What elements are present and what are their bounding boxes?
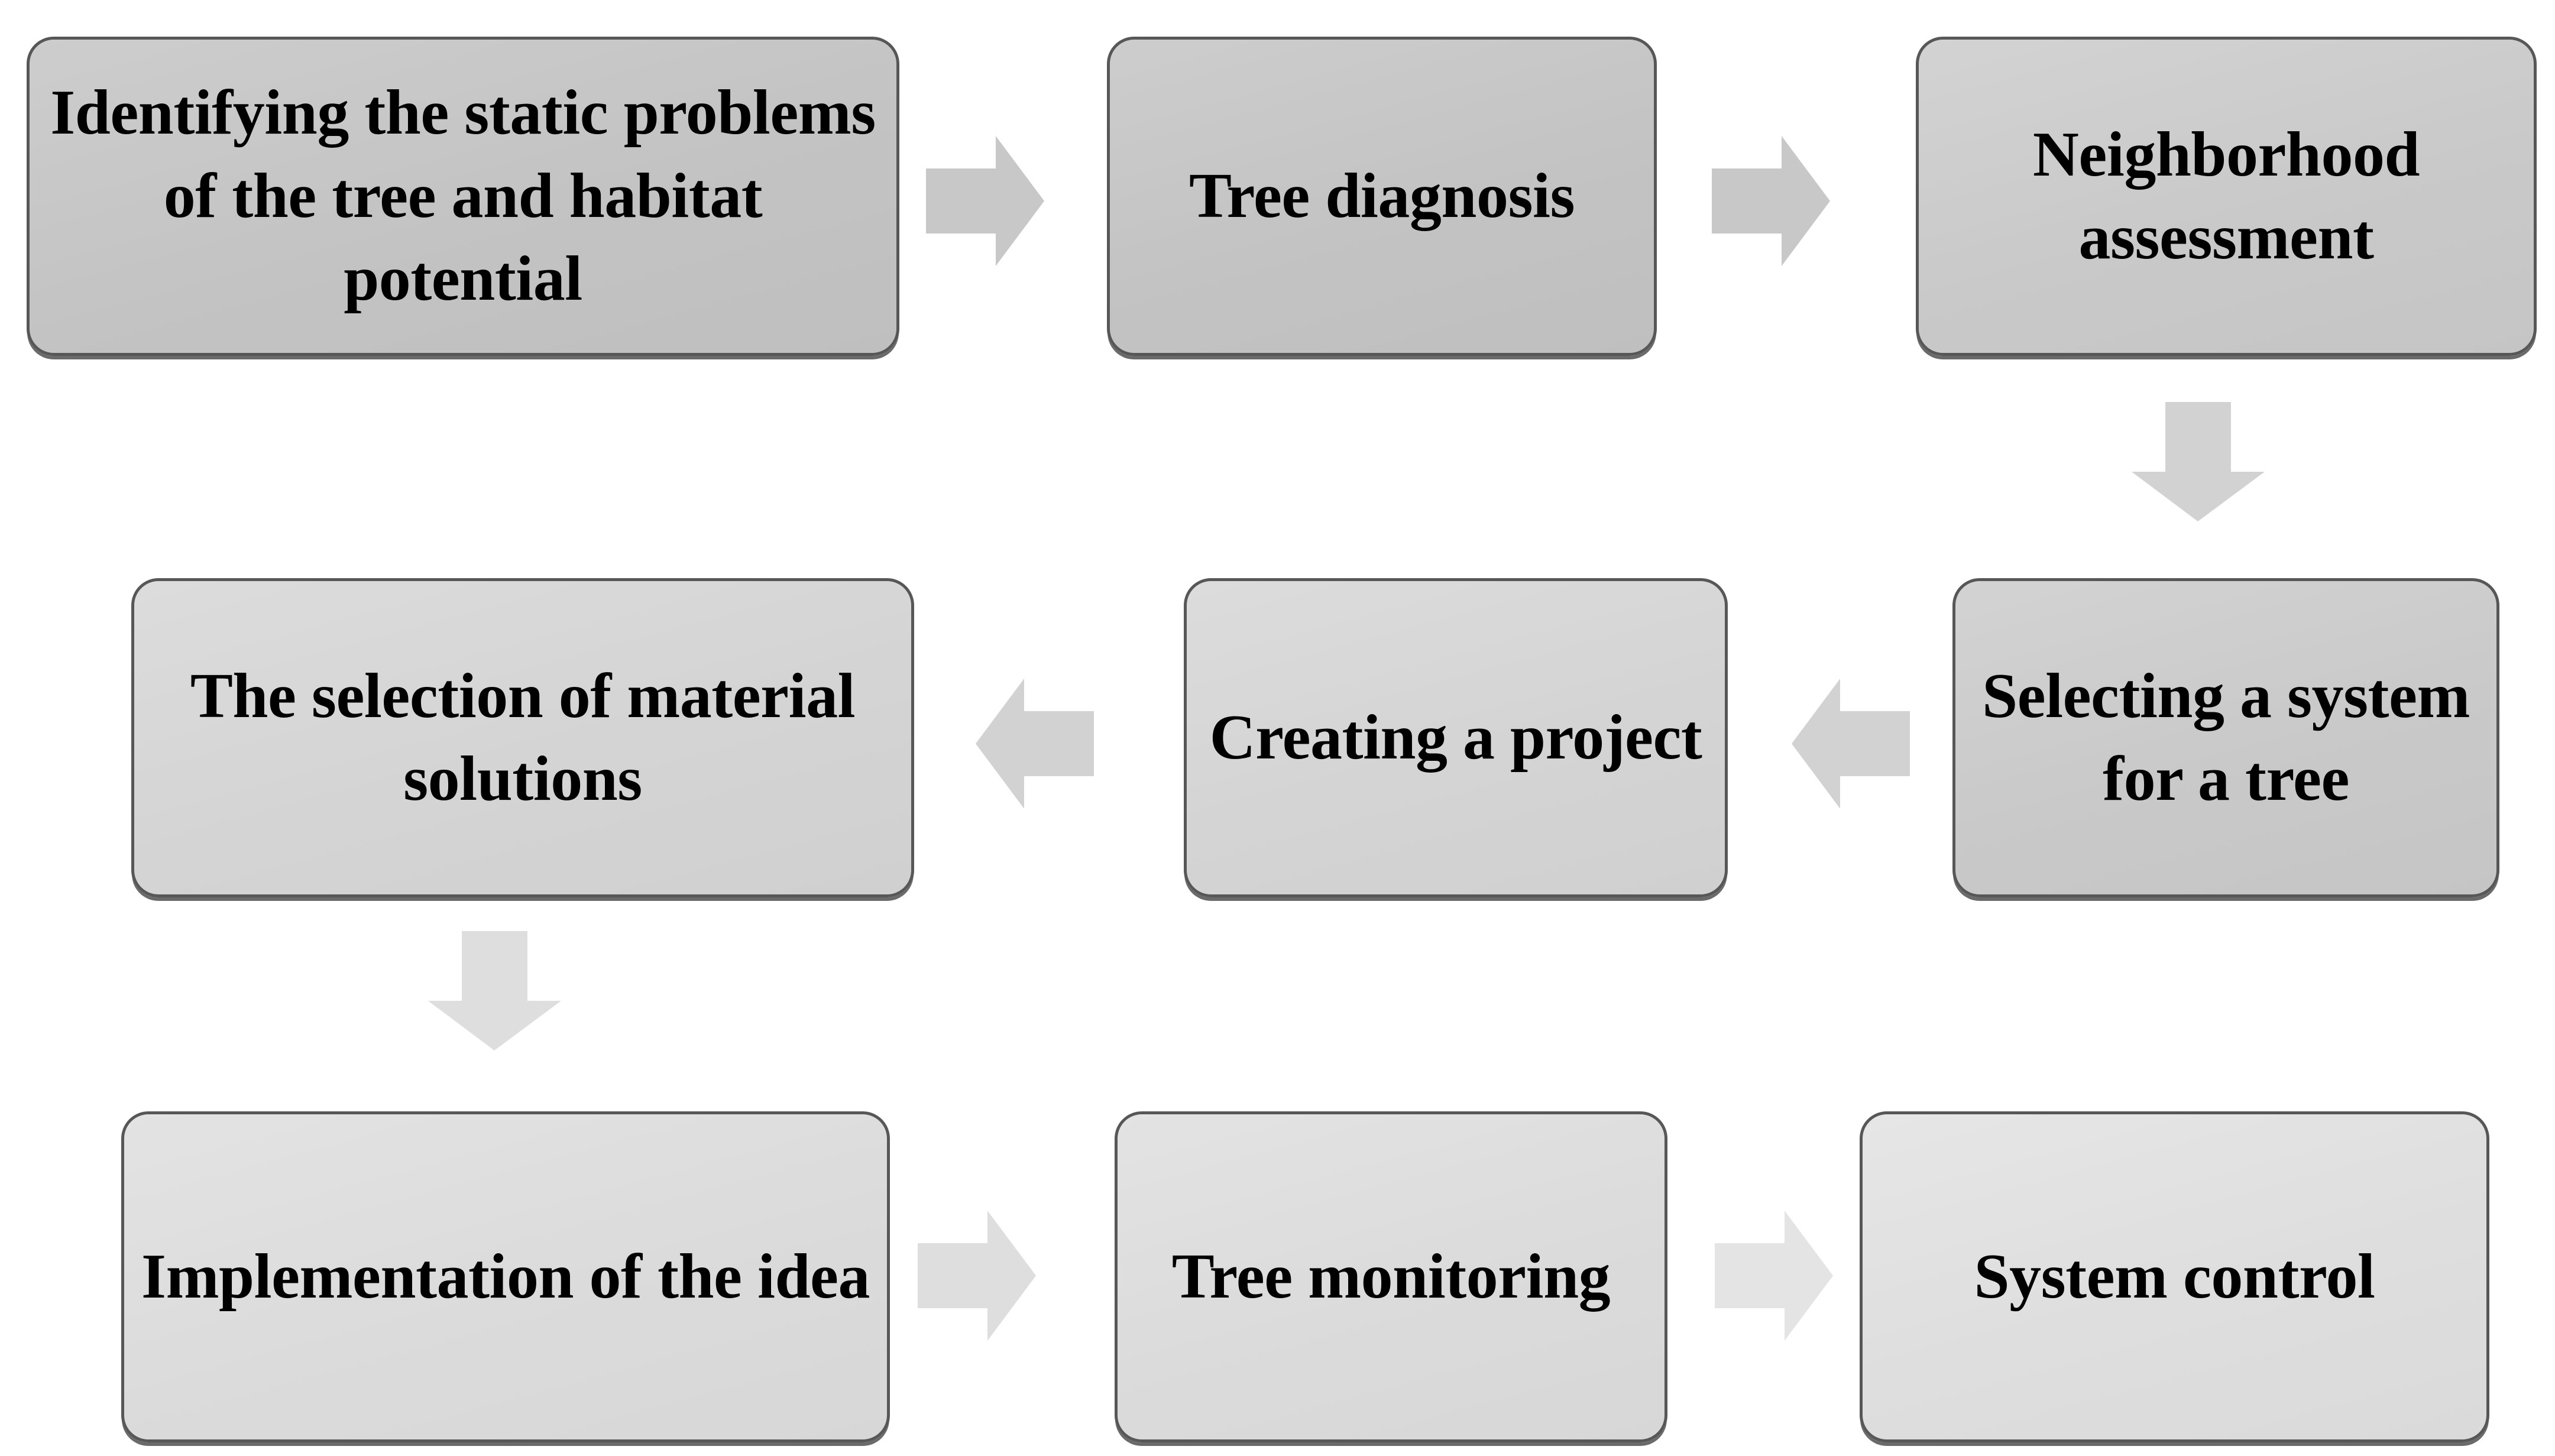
node-label: Identifying the static problems of the t… bbox=[50, 77, 876, 314]
node-label: Creating a project bbox=[1209, 702, 1702, 773]
connector-arrow-n6-n5 bbox=[1792, 679, 1910, 809]
arrow-right-icon bbox=[1712, 136, 1830, 266]
node-label: Neighborhood assessment bbox=[2032, 119, 2420, 273]
connector-arrow-n2-n3 bbox=[1712, 136, 1830, 266]
connector-arrow-n7-n8 bbox=[918, 1211, 1036, 1341]
arrow-left-icon bbox=[1792, 679, 1910, 809]
node-label: Selecting a system for a tree bbox=[1982, 660, 2470, 814]
node-label: Tree diagnosis bbox=[1189, 160, 1575, 231]
arrow-right-icon bbox=[926, 136, 1044, 266]
arrow-right-icon bbox=[918, 1211, 1036, 1341]
process-node-tree-monitoring[interactable]: Tree monitoring bbox=[1115, 1111, 1667, 1442]
connector-arrow-n4-n7 bbox=[428, 931, 561, 1050]
connector-arrow-n3-n6 bbox=[2132, 402, 2265, 521]
arrow-left-icon bbox=[976, 679, 1094, 809]
arrow-down-icon bbox=[2132, 402, 2265, 521]
process-node-implementation-of-the-idea[interactable]: Implementation of the idea bbox=[121, 1111, 890, 1442]
arrow-right-icon bbox=[1715, 1211, 1833, 1341]
node-label: Tree monitoring bbox=[1171, 1241, 1611, 1312]
arrow-down-icon bbox=[428, 931, 561, 1050]
connector-arrow-n5-n4 bbox=[976, 679, 1094, 809]
connector-arrow-n8-n9 bbox=[1715, 1211, 1833, 1341]
process-node-selection-of-material-solutions[interactable]: The selection of material solutions bbox=[131, 578, 914, 897]
node-label: Implementation of the idea bbox=[141, 1241, 870, 1312]
process-node-identifying-static-problems[interactable]: Identifying the static problems of the t… bbox=[27, 37, 899, 356]
process-node-creating-a-project[interactable]: Creating a project bbox=[1184, 578, 1728, 897]
node-label: System control bbox=[1974, 1241, 2375, 1312]
process-node-tree-diagnosis[interactable]: Tree diagnosis bbox=[1107, 37, 1657, 356]
process-node-neighborhood-assessment[interactable]: Neighborhood assessment bbox=[1916, 37, 2537, 356]
process-node-system-control[interactable]: System control bbox=[1860, 1111, 2489, 1442]
process-node-selecting-a-system-for-a-tree[interactable]: Selecting a system for a tree bbox=[1952, 578, 2499, 897]
node-label: The selection of material solutions bbox=[190, 660, 856, 814]
connector-arrow-n1-n2 bbox=[926, 136, 1044, 266]
